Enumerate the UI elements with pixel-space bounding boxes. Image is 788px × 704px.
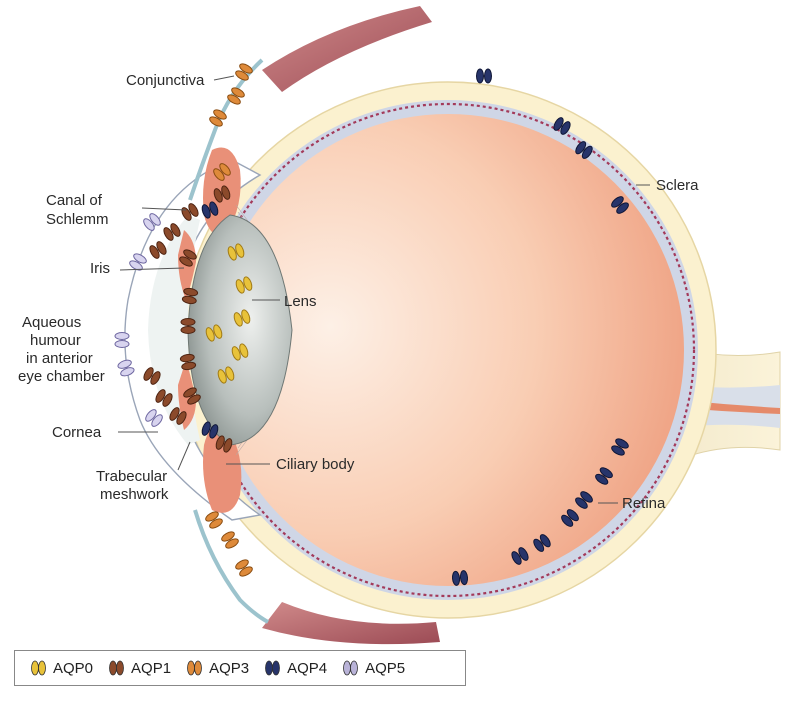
- label-conjunctiva: Conjunctiva: [126, 72, 205, 89]
- label-cornea: Cornea: [52, 424, 102, 441]
- legend: AQP0 AQP1 AQP3 AQP4 AQP5: [14, 650, 466, 686]
- label-ciliary-body: Ciliary body: [276, 456, 355, 473]
- label-trabecular-line1: Trabecular: [96, 468, 167, 485]
- legend-label-aqp0: AQP0: [53, 660, 93, 677]
- aqp3-icon: [185, 660, 205, 676]
- aqp1-icon: [107, 660, 127, 676]
- aqp5-icon: [341, 660, 361, 676]
- label-retina: Retina: [622, 495, 666, 512]
- upper-muscle: [262, 6, 432, 92]
- label-trabecular-line2: meshwork: [100, 486, 169, 503]
- legend-label-aqp4: AQP4: [287, 660, 327, 677]
- legend-label-aqp5: AQP5: [365, 660, 405, 677]
- label-aqueous-line2: humour: [30, 332, 81, 349]
- label-sclera: Sclera: [656, 177, 699, 194]
- label-canal-line1: Canal of: [46, 192, 103, 209]
- legend-item-aqp3: AQP3: [185, 660, 249, 677]
- legend-item-aqp4: AQP4: [263, 660, 327, 677]
- label-canal-line2: Schlemm: [46, 211, 109, 228]
- label-aqueous-line4: eye chamber: [18, 368, 105, 385]
- legend-item-aqp0: AQP0: [29, 660, 93, 677]
- legend-label-aqp3: AQP3: [209, 660, 249, 677]
- aqp4-icon: [263, 660, 283, 676]
- legend-label-aqp1: AQP1: [131, 660, 171, 677]
- label-iris: Iris: [90, 260, 110, 277]
- label-lens: Lens: [284, 293, 317, 310]
- aqp0-icon: [29, 660, 49, 676]
- legend-item-aqp1: AQP1: [107, 660, 171, 677]
- legend-item-aqp5: AQP5: [341, 660, 405, 677]
- label-aqueous-line1: Aqueous: [22, 314, 81, 331]
- label-aqueous-line3: in anterior: [26, 350, 93, 367]
